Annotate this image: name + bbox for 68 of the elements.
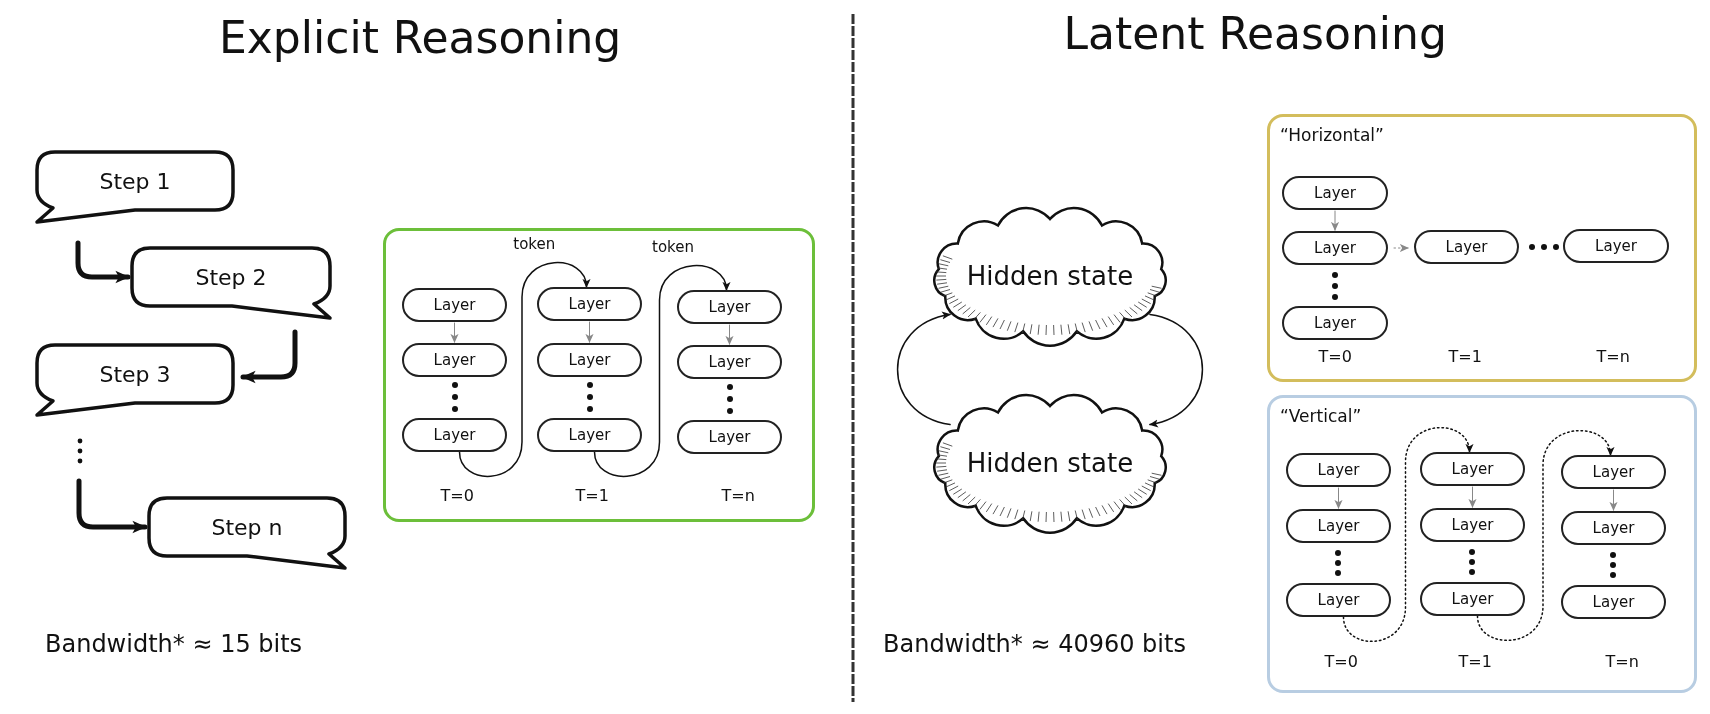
flow-arrow [75,240,131,284]
bandwidth-note: Bandwidth* ≈ 40960 bits [883,630,1186,658]
bandwidth-note: Bandwidth* ≈ 15 bits [45,630,303,658]
layer-box: Layer [537,287,642,321]
panel [383,228,815,522]
speech-bubble [130,246,332,322]
layer-box: Layer [537,418,642,452]
curved-arrow [1149,313,1204,427]
time-step-label: T=n [1605,652,1639,671]
cloud-label: Hidden state [965,260,1135,293]
heading: Latent Reasoning [1063,8,1447,59]
layer-box: Layer [1286,583,1391,617]
arrow [1468,486,1477,508]
panel [1267,395,1697,693]
time-step-label: T=1 [575,486,609,505]
layer-box: Layer [1420,582,1525,616]
speech-bubble [35,343,235,417]
flow-arrow [76,478,148,534]
layer-box: Layer [1561,585,1666,619]
layer-box: Layer [677,290,782,324]
panel-heading: “Horizontal” [1280,125,1384,145]
dotted-arrow [1393,243,1409,253]
time-step-label: T=0 [1324,652,1358,671]
layer-box: Layer [1286,453,1391,487]
layer-box: Layer [1420,508,1525,542]
arrow [1330,210,1340,231]
layer-box: Layer [1420,452,1525,486]
time-step-label: T=0 [1318,347,1352,366]
step-label: Step n [210,513,284,542]
time-step-label: T=n [1596,347,1630,366]
time-step-label: T=1 [1448,347,1482,366]
layer-box: Layer [537,343,642,377]
curved-arrow [896,312,951,426]
dotted-arrow [1342,427,1473,642]
step-label: Step 3 [98,360,172,389]
panel [1267,114,1697,382]
speech-bubble [35,150,235,224]
dotted-arrow [1476,430,1614,641]
arrow [725,324,734,345]
layer-box: Layer [1282,231,1388,265]
time-step-label: T=n [721,486,755,505]
step-label: Step 2 [194,263,268,292]
arrow [1334,487,1343,509]
layer-box: Layer [402,418,507,452]
arrow [1609,489,1618,511]
cloud-label: Hidden state [965,447,1135,480]
step-label: Step 1 [98,167,172,196]
layer-box: Layer [402,288,507,322]
panel-heading: “Vertical” [1280,406,1362,426]
speech-bubble [147,496,347,572]
flow-arrow [240,329,298,384]
layer-box: Layer [1561,455,1666,489]
layer-box: Layer [677,420,782,454]
time-step-label: T=0 [440,486,474,505]
layer-box: Layer [1282,306,1388,340]
curved-arrow [593,265,730,477]
heading: Explicit Reasoning [219,12,622,63]
arrow [585,321,594,343]
layer-box: Layer [677,345,782,379]
layer-box: Layer [1282,176,1388,210]
layer-box: Layer [1563,229,1669,263]
layer-box: Layer [1414,230,1519,264]
time-step-label: T=1 [1458,652,1492,671]
layer-box: Layer [1286,509,1391,543]
curved-arrow [458,262,590,477]
layer-box: Layer [402,343,507,377]
arrow [450,322,459,343]
layer-box: Layer [1561,511,1666,545]
